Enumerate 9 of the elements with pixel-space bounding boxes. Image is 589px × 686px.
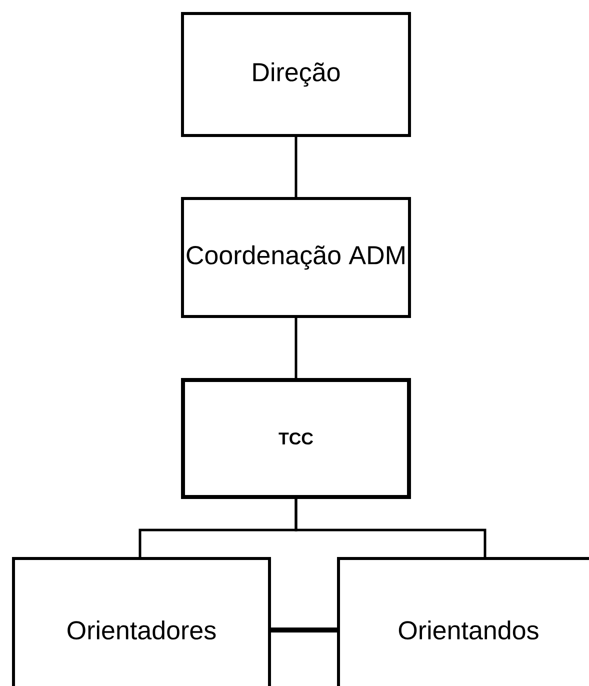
connector-line — [294, 137, 298, 197]
org-box: Coordenação ADM — [181, 197, 411, 318]
org-box: Direção — [181, 12, 411, 137]
org-box: Orientadores — [12, 557, 271, 686]
connector-line — [271, 628, 337, 632]
connector-line — [294, 499, 486, 557]
connector-line — [294, 318, 298, 378]
org-box: Orientandos — [337, 557, 589, 686]
org-box: TCC — [181, 378, 411, 499]
